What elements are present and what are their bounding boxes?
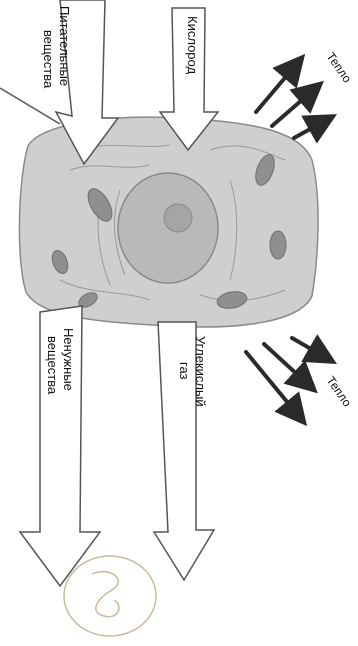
label-nutrients-1: Питательные [57,6,72,86]
cell [19,117,318,327]
label-waste-1: Ненужные [61,328,76,391]
label-waste-2: вещества [45,336,60,395]
pencil-sketch [64,556,156,636]
label-heat-top: Тепло [324,50,355,86]
heat-arrows-top [256,60,330,138]
label-nutrients-2: вещества [41,30,56,89]
label-oxygen: Кислород [185,16,200,74]
inflow-pointer [0,88,60,124]
label-heat-bottom: Тепло [324,374,355,410]
heat-arrows-bottom [246,338,330,420]
nucleolus [164,204,192,232]
label-co2-1: Углекислый [193,336,208,407]
label-co2-2: газ [177,362,192,380]
